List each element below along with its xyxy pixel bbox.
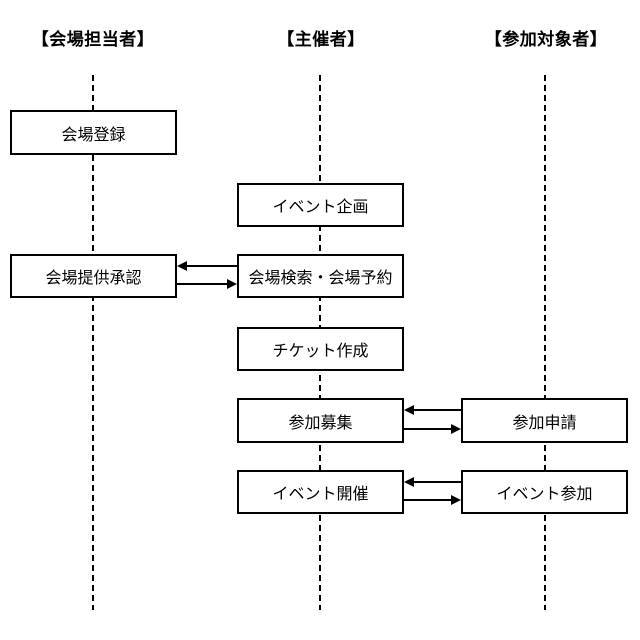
arrow-event-join-to-event-hold bbox=[404, 477, 461, 487]
lane-header-organizer: 【主催者】 bbox=[277, 30, 365, 50]
lane-header-venue-manager: 【会場担当者】 bbox=[31, 30, 155, 50]
lifeline-participant bbox=[544, 75, 546, 610]
step-box-ticket-create: チケット作成 bbox=[237, 327, 404, 371]
step-box-event-join: イベント参加 bbox=[461, 470, 628, 514]
step-box-event-hold: イベント開催 bbox=[237, 470, 404, 514]
arrow-recruit-to-apply bbox=[404, 424, 461, 434]
arrow-event-hold-to-event-join bbox=[404, 495, 461, 505]
step-box-event-plan: イベント企画 bbox=[237, 183, 404, 227]
step-box-venue-approve: 会場提供承認 bbox=[10, 254, 177, 298]
arrow-apply-to-recruit bbox=[404, 405, 461, 415]
arrow-venue-search-to-venue-approve bbox=[177, 261, 237, 271]
step-box-apply: 参加申請 bbox=[461, 398, 628, 443]
lane-header-participant: 【参加対象者】 bbox=[484, 30, 608, 50]
arrow-venue-approve-to-venue-search bbox=[177, 279, 237, 289]
step-box-venue-register: 会場登録 bbox=[10, 110, 177, 155]
step-box-venue-search: 会場検索・会場予約 bbox=[237, 254, 404, 298]
step-box-recruit: 参加募集 bbox=[237, 398, 404, 443]
lifeline-venue-manager bbox=[92, 75, 94, 610]
